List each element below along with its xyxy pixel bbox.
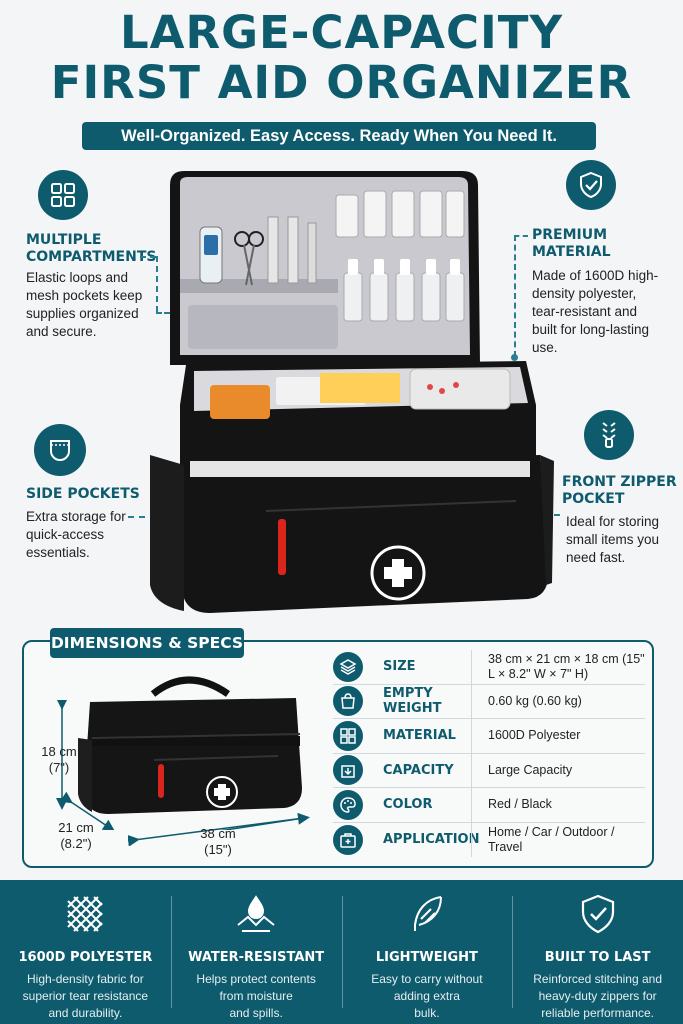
palette-icon (333, 789, 363, 820)
callout-front-icon-wrap (584, 410, 634, 460)
leader-line (156, 256, 158, 312)
tagline-banner: Well-Organized. Easy Access. Ready When … (82, 122, 596, 150)
dimensions-label: DIMENSIONS & SPECS (50, 628, 244, 658)
feature-text: Easy to carry without adding extra bulk. (371, 972, 483, 1020)
first-aid-bag-icon (333, 824, 363, 855)
feature-text: High-density fabric for superior tear re… (22, 972, 149, 1020)
leader-dot (511, 354, 518, 361)
spec-value: 0.60 kg (0.60 kg) (471, 684, 645, 718)
spec-value: Large Capacity (471, 753, 645, 787)
callout-front-title-2: POCKET (562, 491, 625, 507)
features-band: 1600D POLYESTER High-density fabric for … (0, 880, 683, 1024)
feature-title: WATER-RESISTANT (188, 950, 325, 965)
length-in: (15") (204, 842, 232, 857)
spec-row-size: SIZE 38 cm × 21 cm × 18 cm (15" L × 8.2"… (333, 650, 645, 685)
feather-icon (405, 892, 449, 936)
height-cm: 18 cm (41, 744, 77, 759)
zipper-icon (584, 410, 634, 460)
spec-row-capacity: CAPACITY Large Capacity (333, 753, 645, 788)
callout-compartments-title-2: COMPARTMENTS (26, 249, 157, 265)
feature-lightweight: LIGHTWEIGHT Easy to carry without adding… (341, 880, 513, 1024)
spec-value: 1600D Polyester (471, 719, 645, 753)
length-arrow (128, 812, 310, 846)
spec-row-color: COLOR Red / Black (333, 788, 645, 823)
shield-check-icon (576, 892, 620, 936)
feature-water-resistant: WATER-RESISTANT Helps protect contents f… (170, 880, 342, 1024)
shield-check-icon (566, 160, 616, 210)
callout-front: FRONT ZIPPER POCKET Ideal for storing sm… (562, 474, 682, 567)
feature-title: 1600D POLYESTER (18, 950, 153, 965)
feature-title: LIGHTWEIGHT (375, 950, 478, 965)
leader-line (514, 235, 528, 237)
spec-row-material: MATERIAL 1600D Polyester (333, 719, 645, 754)
callout-premium-title: PREMIUM MATERIAL (532, 227, 611, 260)
page-title: LARGE-CAPACITY FIRST AID ORGANIZER (0, 8, 683, 108)
callout-compartments-title-1: MULTIPLE (26, 232, 102, 248)
callout-premium-icon-wrap (566, 160, 616, 210)
weight-bag-icon (333, 686, 363, 717)
depth-label: 21 cm (8.2") (52, 820, 100, 852)
spec-row-application: APPLICATION Home / Car / Outdoor / Trave… (333, 822, 645, 857)
title-line-1: LARGE-CAPACITY (119, 6, 564, 59)
box-arrow-icon (333, 755, 363, 786)
grid-icon (333, 720, 363, 751)
grid-icon (38, 170, 88, 220)
spec-table: SIZE 38 cm × 21 cm × 18 cm (15" L × 8.2"… (333, 650, 645, 857)
length-label: 38 cm (15") (192, 826, 244, 858)
spec-key: APPLICATION (383, 832, 480, 848)
spec-key: SIZE (383, 659, 416, 675)
spec-key: EMPTY WEIGHT (383, 686, 442, 717)
spec-key: COLOR (383, 797, 433, 813)
feature-text: Helps protect contents from moisture and… (196, 972, 316, 1020)
feature-text: Reinforced stitching and heavy-duty zipp… (533, 972, 662, 1020)
title-line-2: FIRST AID ORGANIZER (50, 56, 633, 109)
depth-cm: 21 cm (58, 820, 94, 835)
feature-built-to-last: BUILT TO LAST Reinforced stitching and h… (512, 880, 683, 1024)
dimension-arrows (56, 700, 305, 830)
leader-line (514, 235, 516, 357)
callout-front-text: Ideal for storing small items you need f… (566, 514, 660, 565)
product-image (140, 165, 560, 625)
callout-front-title-1: FRONT ZIPPER (562, 474, 677, 490)
callout-premium: PREMIUM MATERIAL Made of 1600D high-dens… (532, 227, 672, 357)
feature-polyester: 1600D POLYESTER High-density fabric for … (0, 880, 171, 1024)
leader-line (140, 256, 156, 258)
callout-side-text: Extra storage for quick-access essential… (26, 509, 126, 560)
length-cm: 38 cm (200, 826, 236, 841)
droplet-icon (234, 892, 278, 936)
height-in: (7") (48, 760, 70, 775)
spec-value: 38 cm × 21 cm × 18 cm (15" L × 8.2" W × … (471, 650, 645, 684)
depth-in: (8.2") (60, 836, 92, 851)
spec-key: MATERIAL (383, 728, 456, 744)
spec-value: Red / Black (471, 788, 645, 822)
callout-compartments-text: Elastic loops and mesh pockets keep supp… (26, 270, 143, 339)
callout-side-title: SIDE POCKETS (26, 486, 140, 502)
height-label: 18 cm (7") (36, 744, 82, 776)
weave-icon (63, 892, 107, 936)
leader-line (128, 516, 156, 518)
callout-side: SIDE POCKETS Extra storage for quick-acc… (26, 486, 146, 562)
spec-key: CAPACITY (383, 762, 454, 778)
callout-compartments-icon-wrap (38, 170, 88, 220)
layers-icon (333, 651, 363, 682)
spec-row-weight: EMPTY WEIGHT 0.60 kg (0.60 kg) (333, 684, 645, 719)
pocket-icon (34, 424, 86, 476)
callout-compartments: MULTIPLE COMPARTMENTS Elastic loops and … (26, 232, 166, 341)
spec-value: Home / Car / Outdoor / Travel (471, 822, 645, 857)
callout-premium-text: Made of 1600D high-density polyester, te… (532, 268, 659, 355)
callout-side-icon-wrap (34, 424, 86, 476)
feature-title: BUILT TO LAST (544, 950, 651, 965)
